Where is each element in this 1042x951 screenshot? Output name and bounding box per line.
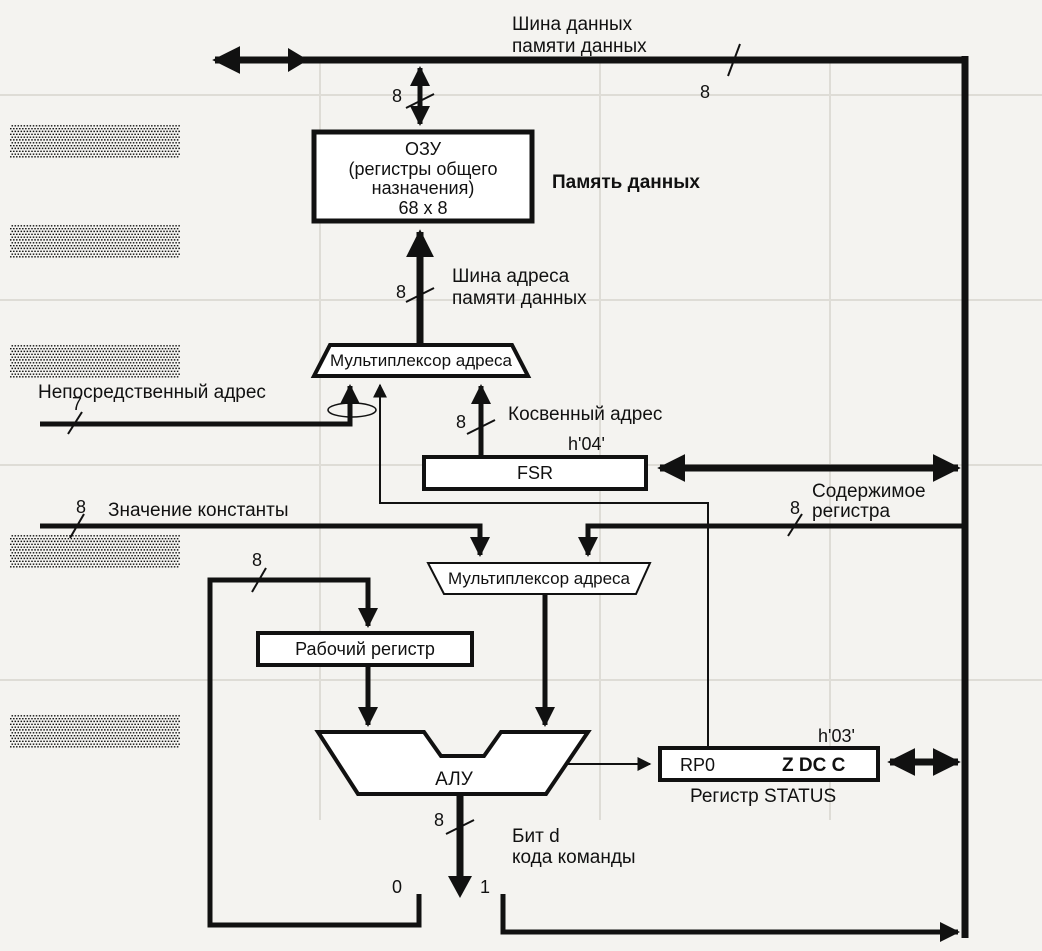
ram-label-1: ОЗУ (405, 139, 442, 159)
rp0-select-line (373, 383, 709, 748)
work-register-label: Рабочий регистр (295, 639, 435, 659)
background-bleed-through: ▒▒▒▒▒▒▒▒ ▒▒▒▒▒▒▒▒ ▒▒▒▒▒▒▒▒ ▒▒▒▒▒▒▒▒ ▒▒▒▒… (0, 60, 1042, 820)
status-register (658, 746, 880, 782)
status-address: h'03' (818, 726, 855, 746)
alu-block (314, 730, 592, 796)
svg-text:▒▒▒▒▒▒▒▒: ▒▒▒▒▒▒▒▒ (10, 534, 181, 568)
indirect-width-slash (466, 419, 496, 435)
status-register-label: Регистр STATUS (690, 786, 836, 807)
fsr-address: h'04' (568, 434, 605, 454)
register-content-label-1: Содержимое (812, 481, 926, 502)
immediate-address-line (40, 384, 360, 427)
ram-block (311, 129, 535, 224)
register-content-line (578, 523, 965, 557)
immediate-address-label: Непосредственный адрес (38, 382, 266, 403)
d-bit-label-2: кода команды (512, 847, 636, 868)
constant-width: 8 (76, 497, 86, 517)
register-content-width-slash (787, 513, 803, 537)
immediate-width-slash (67, 411, 83, 435)
immediate-width: 7 (72, 394, 82, 414)
constant-value-label: Значение константы (108, 500, 289, 521)
work-register-width-slash (251, 567, 267, 593)
address-mux-bottom (426, 562, 652, 595)
ram-label-3: назначения) (372, 178, 475, 198)
ram-width: 8 (392, 86, 402, 106)
address-bus-width: 8 (396, 282, 406, 302)
ram-size: 68 x 8 (398, 198, 447, 218)
svg-text:▒▒▒▒▒▒▒▒: ▒▒▒▒▒▒▒▒ (10, 714, 181, 748)
indirect-address-label: Косвенный адрес (508, 404, 662, 425)
data-bus-width: 8 (700, 82, 710, 102)
constant-value-line (40, 523, 490, 557)
work-register-feedback-line (207, 577, 422, 928)
data-bus-label-1: Шина данных (512, 14, 633, 35)
svg-text:▒▒▒▒▒▒▒▒: ▒▒▒▒▒▒▒▒ (10, 224, 181, 258)
svg-text:▒▒▒▒▒▒▒▒: ▒▒▒▒▒▒▒▒ (10, 124, 181, 158)
work-register-width: 8 (252, 550, 262, 570)
indirect-width: 8 (456, 412, 466, 432)
register-content-label-2: регистра (812, 501, 890, 522)
data-bus-arrow (288, 48, 308, 72)
data-bus-width-slash (727, 43, 741, 77)
status-rp0: RP0 (680, 755, 715, 775)
fsr-register (422, 455, 648, 491)
address-bus-label-2: памяти данных (452, 288, 587, 309)
register-content-width: 8 (790, 498, 800, 518)
alu-output-arrow (448, 876, 472, 898)
svg-text:▒▒▒▒▒▒▒▒: ▒▒▒▒▒▒▒▒ (10, 344, 181, 378)
work-register (256, 631, 474, 667)
address-mux-top-label: Мультиплексор адреса (330, 351, 513, 370)
data-bus-label-2: памяти данных (512, 36, 647, 57)
alu-label: АЛУ (435, 769, 474, 790)
address-mux-top (310, 343, 532, 378)
output-one-label: 1 (480, 877, 490, 897)
d-bit-label-1: Бит d (512, 826, 560, 847)
immediate-address-join (327, 402, 377, 418)
address-bus-label-1: Шина адреса (452, 266, 570, 287)
output-one-line (500, 894, 960, 942)
data-memory-title: Память данных (552, 172, 700, 193)
constant-width-slash (69, 513, 85, 539)
fsr-label: FSR (517, 463, 553, 483)
status-flags: Z DC C (782, 755, 846, 776)
ram-width-slash (405, 93, 435, 109)
ram-label-2: (регистры общего (349, 159, 498, 179)
address-mux-bottom-label: Мультиплексор адреса (448, 569, 631, 588)
alu-output-width-slash (445, 819, 475, 835)
output-zero-label: 0 (392, 877, 402, 897)
alu-output-width: 8 (434, 810, 444, 830)
address-bus-width-slash (405, 287, 435, 303)
